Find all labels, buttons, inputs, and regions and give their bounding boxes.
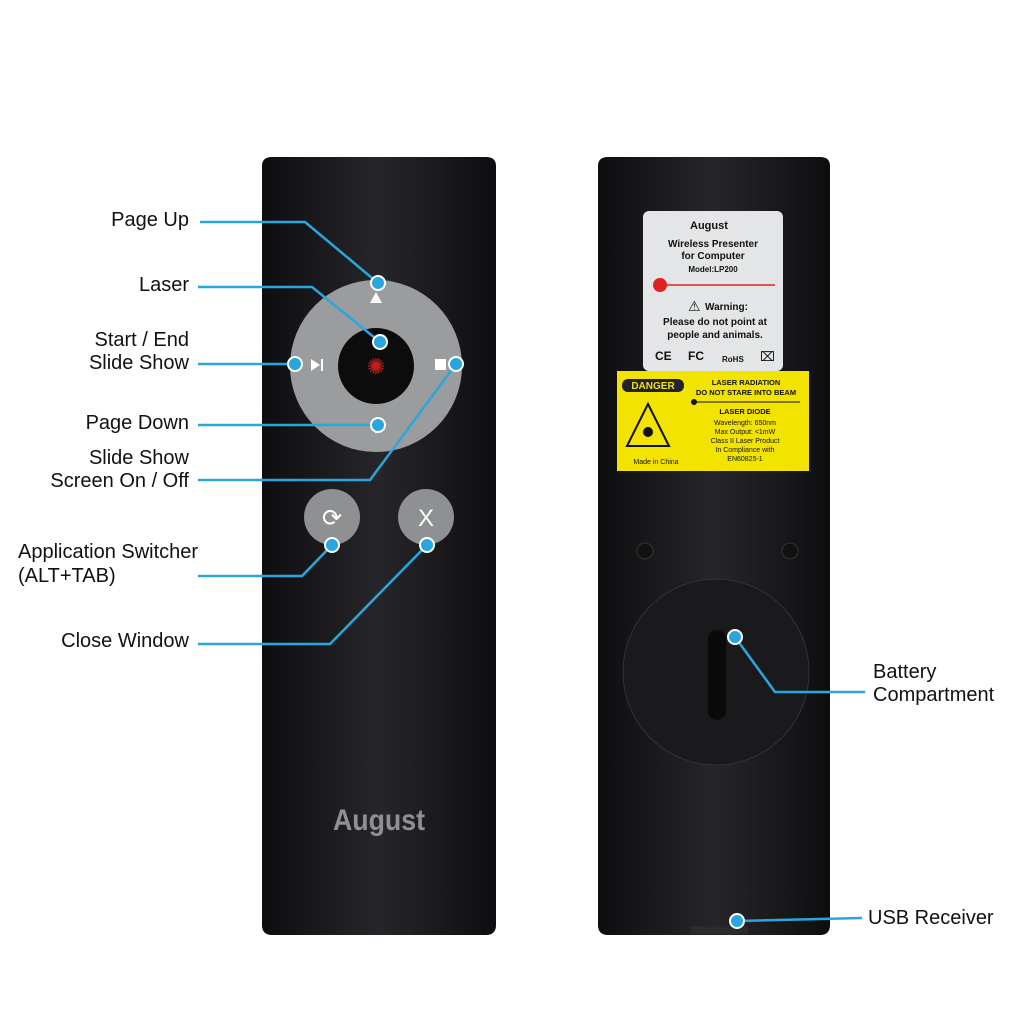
svg-text:Model:LP200: Model:LP200 — [688, 265, 738, 274]
svg-text:LASER DIODE: LASER DIODE — [719, 407, 770, 416]
close-button-label: X — [418, 505, 434, 532]
label-app-switcher: Application Switcher — [18, 541, 198, 563]
svg-text:Warning:: Warning: — [705, 302, 748, 313]
weee-bin-icon: ⌧ — [760, 349, 775, 364]
label-battery: Compartment — [873, 684, 995, 706]
close-window-button[interactable] — [398, 489, 454, 545]
label-screen: Slide Show — [89, 447, 190, 469]
app-switcher-button[interactable] — [304, 489, 360, 545]
svg-text:Max Output: <1mW: Max Output: <1mW — [715, 429, 776, 436]
svg-text:RoHS: RoHS — [722, 355, 744, 364]
svg-text:for Computer: for Computer — [681, 251, 744, 262]
laser-button[interactable] — [338, 328, 414, 404]
laser-icon: ✺ — [367, 354, 385, 379]
refresh-icon: ⟳ — [322, 505, 342, 532]
svg-text:August: August — [690, 220, 728, 232]
svg-text:Wavelength: 650nm: Wavelength: 650nm — [714, 420, 776, 427]
callout-labels: Page Up Laser Start / End Slide Show Pag… — [18, 209, 995, 929]
label-start-end: Slide Show — [89, 352, 190, 374]
svg-text:Made in China: Made in China — [633, 459, 678, 466]
svg-text:In Compliance with: In Compliance with — [715, 447, 774, 454]
danger-label: DANGER LASER RADIATION DO NOT STARE INTO… — [617, 371, 809, 471]
label-page-down: Page Down — [86, 412, 189, 434]
remote-front: ✺ ⟳ X August — [262, 157, 496, 935]
svg-text:EN60825-1: EN60825-1 — [727, 456, 763, 463]
label-laser: Laser — [139, 274, 189, 296]
label-screen: Screen On / Off — [50, 470, 189, 492]
label-start-end: Start / End — [95, 329, 190, 351]
battery-cover-slot — [708, 630, 726, 720]
screw-icon — [636, 542, 654, 560]
svg-text:Class II Laser Product: Class II Laser Product — [711, 438, 780, 445]
label-battery: Battery — [873, 661, 936, 683]
callouts — [198, 220, 865, 929]
svg-text:CE: CE — [655, 349, 672, 363]
remote-back: August Wireless Presenter for Computer M… — [598, 157, 830, 935]
screw-icon — [781, 542, 799, 560]
play-icon[interactable] — [311, 359, 323, 371]
label-close-window: Close Window — [61, 630, 189, 652]
brand-logo: August — [333, 804, 425, 837]
label-usb: USB Receiver — [868, 907, 994, 929]
svg-text:DO NOT STARE INTO BEAM: DO NOT STARE INTO BEAM — [696, 388, 796, 397]
svg-text:people and animals.: people and animals. — [667, 330, 763, 341]
label-page-up: Page Up — [111, 209, 189, 231]
label-app-switcher: (ALT+TAB) — [18, 565, 116, 587]
usb-receiver-slot[interactable] — [690, 926, 748, 934]
product-sticker: August Wireless Presenter for Computer M… — [643, 211, 783, 371]
svg-text:LASER RADIATION: LASER RADIATION — [712, 378, 781, 387]
svg-text:Please do not point at: Please do not point at — [663, 317, 768, 328]
page-up-arrow-icon[interactable] — [370, 292, 382, 303]
laser-hazard-icon — [625, 401, 671, 447]
svg-text:FC: FC — [688, 349, 704, 363]
svg-text:Wireless Presenter: Wireless Presenter — [668, 239, 758, 250]
warning-triangle-icon: ⚠ — [688, 298, 701, 314]
svg-text:DANGER: DANGER — [631, 381, 675, 392]
screen-square-icon[interactable] — [435, 359, 446, 370]
